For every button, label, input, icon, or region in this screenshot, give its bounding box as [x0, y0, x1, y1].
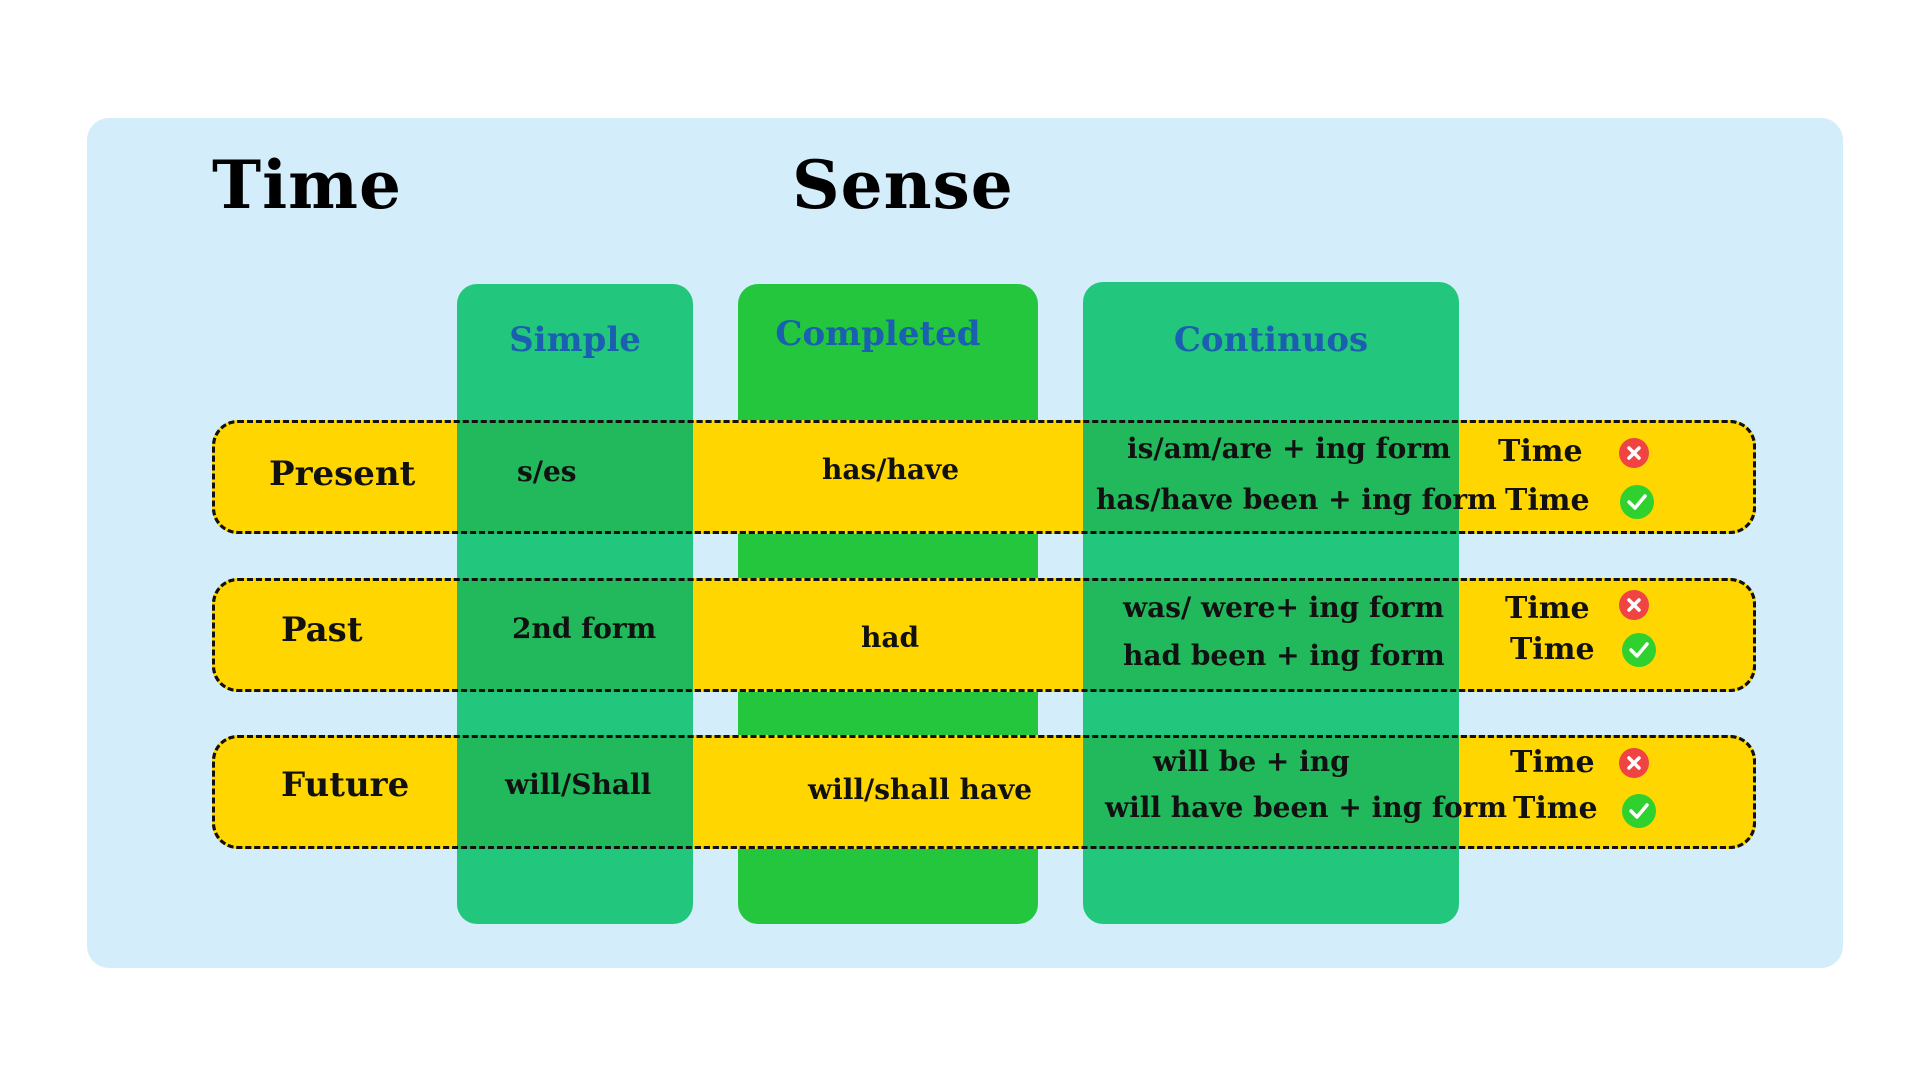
present-continuos-1: is/am/are + ing form	[1127, 432, 1451, 465]
present-time-label-2: Time	[1505, 483, 1590, 518]
past-simple: 2nd form	[512, 612, 657, 645]
column-title-continuos: Continuos	[1173, 320, 1369, 360]
time-heading: Time	[212, 146, 403, 224]
present-time-label-1: Time	[1498, 434, 1583, 469]
future-time-label-2: Time	[1513, 791, 1598, 826]
continuos-band-past	[1083, 578, 1459, 692]
check-circle-icon	[1620, 485, 1654, 519]
future-simple: will/Shall	[505, 768, 652, 801]
future-continuos-1: will be + ing	[1153, 745, 1350, 778]
tense-past: Past	[281, 610, 363, 650]
continuos-band-present	[1083, 420, 1459, 534]
present-completed: has/have	[822, 453, 960, 486]
row-present-border	[212, 420, 1756, 534]
tense-future: Future	[281, 765, 410, 805]
check-circle-icon	[1622, 633, 1656, 667]
simple-band-present	[457, 420, 693, 534]
past-continuos-2: had been + ing form	[1123, 639, 1445, 672]
future-time-label-1: Time	[1510, 745, 1595, 780]
column-title-completed: Completed	[775, 314, 981, 354]
past-time-label-2: Time	[1510, 632, 1595, 667]
past-completed: had	[861, 621, 920, 654]
column-title-simple: Simple	[509, 320, 641, 360]
x-circle-icon	[1619, 748, 1649, 778]
x-circle-icon	[1619, 590, 1649, 620]
sense-heading: Sense	[792, 146, 1014, 224]
simple-band-future	[457, 735, 693, 849]
tense-present: Present	[269, 454, 416, 494]
present-simple: s/es	[517, 455, 577, 488]
x-circle-icon	[1619, 438, 1649, 468]
continuos-band-future	[1083, 735, 1459, 849]
future-continuos-2: will have been + ing form	[1105, 791, 1508, 824]
past-time-label-1: Time	[1505, 591, 1590, 626]
simple-band-past	[457, 578, 693, 692]
future-completed: will/shall have	[808, 773, 1033, 806]
present-continuos-2: has/have been + ing form	[1096, 483, 1497, 516]
row-future-border	[212, 735, 1756, 849]
check-circle-icon	[1622, 794, 1656, 828]
past-continuos-1: was/ were+ ing form	[1123, 591, 1445, 624]
row-past-border	[212, 578, 1756, 692]
